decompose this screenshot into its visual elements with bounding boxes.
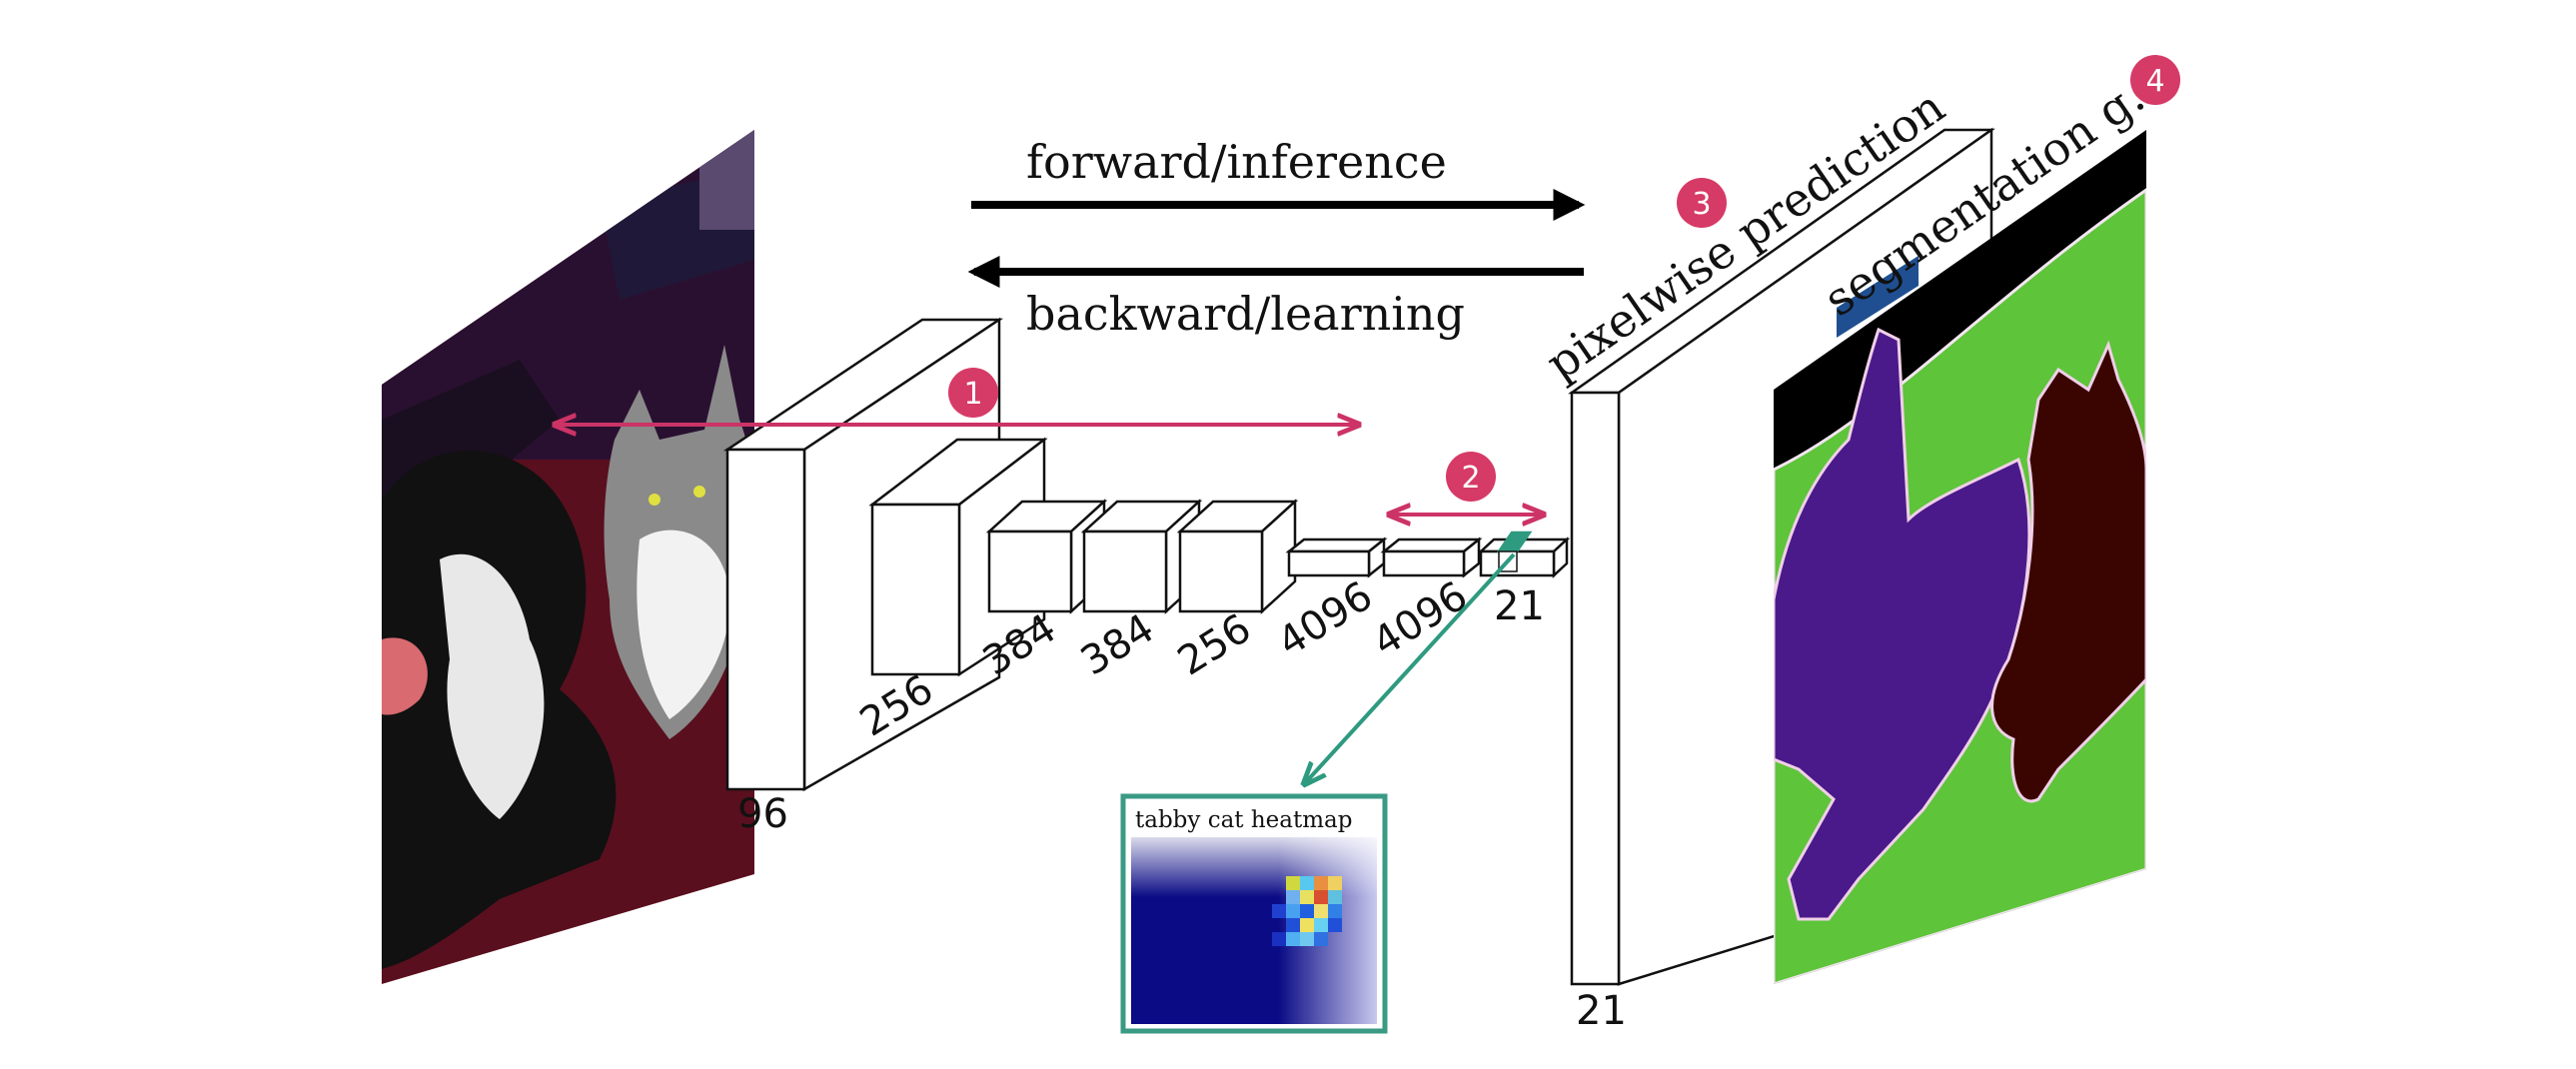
badge-number: 4	[2145, 64, 2164, 99]
layer-label: 4096	[1365, 573, 1476, 666]
badge-number: 2	[1461, 461, 1480, 496]
forward-arrow: forward/inference	[971, 135, 1586, 221]
layer-label: 96	[737, 791, 788, 837]
badge-number: 1	[963, 377, 982, 412]
layer-256b-block	[1176, 499, 1299, 614]
layer-21-block	[1477, 531, 1571, 578]
badge-4: 4	[2130, 55, 2180, 105]
forward-label: forward/inference	[1026, 135, 1447, 189]
backward-arrow: backward/learning	[967, 256, 1584, 341]
backward-label: backward/learning	[1026, 287, 1465, 341]
badge-1: 1	[948, 368, 998, 418]
layer-4096b-block	[1380, 536, 1483, 578]
layer-4096a-block	[1285, 536, 1388, 578]
heatmap-title: tabby cat heatmap	[1135, 807, 1352, 833]
badge-3: 3	[1677, 178, 1727, 228]
layer-label: 256	[1170, 605, 1259, 684]
layer-label: 384	[1073, 605, 1162, 684]
segmentation-image	[1774, 130, 2146, 984]
prediction-depth-label: 21	[1576, 988, 1627, 1034]
layer-256-block	[868, 437, 1048, 677]
teal-arrow	[1304, 552, 1516, 784]
badge-2: 2	[1446, 452, 1496, 502]
badge-number: 3	[1692, 187, 1711, 222]
network-layers	[722, 317, 1571, 792]
heatmap-panel: tabby cat heatmap	[1120, 793, 1388, 1034]
input-photo	[382, 130, 754, 984]
heatmap-image	[1131, 837, 1377, 1024]
layer-label: 21	[1494, 583, 1545, 629]
